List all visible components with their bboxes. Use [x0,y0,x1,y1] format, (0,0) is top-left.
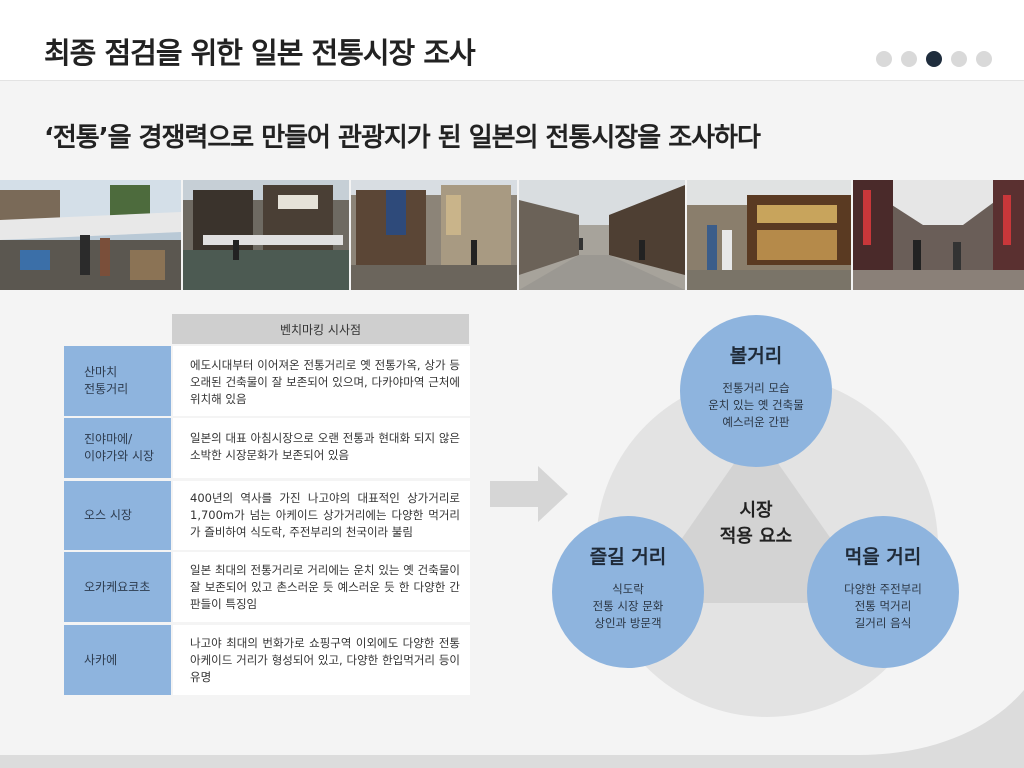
row-desc: 나고야 최대의 번화가로 쇼핑구역 이외에도 다양한 전통 아케이드 거리가 형… [173,625,470,695]
circle-entertainment: 즐길 거리 식도락 전통 시장 문화 상인과 방문객 [552,516,704,668]
page-title: 최종 점검을 위한 일본 전통시장 조사 [44,36,476,70]
circle-title: 먹을 거리 [844,546,922,568]
circle-item: 상인과 방문객 [594,616,662,630]
covered-street-photo [853,180,1024,290]
row-desc: 에도시대부터 이어져온 전통거리로 옛 전통가옥, 상가 등 오래된 건축물이 … [173,346,470,416]
table-row: 오스 시장 400년의 역사를 가진 나고야의 대표적인 상가거리로 1,700… [64,481,470,550]
shop-photo [351,180,517,290]
circle-items: 식도락 전통 시장 문화 상인과 방문객 [552,581,704,632]
table-row: 오카케요코초 일본 최대의 전통거리로 거리에는 운치 있는 옛 건축물이 잘 … [64,552,470,622]
section-subtitle: ‘전통’을 경쟁력으로 만들어 관광지가 된 일본의 전통시장을 조사하다 [44,123,761,153]
page-dot[interactable] [901,51,917,67]
row-name: 오카케요코초 [64,552,171,622]
row-name: 오스 시장 [64,481,171,550]
market-photo [0,180,181,290]
circle-item: 예스러운 간판 [722,415,790,429]
circle-item: 전통거리 모습 [722,381,790,395]
road-photo [519,180,685,290]
circle-items: 전통거리 모습 운치 있는 옛 건축물 예스러운 간판 [680,380,832,431]
row-name: 진야마에/ 이야가와 시장 [64,418,171,478]
row-desc: 일본의 대표 아침시장으로 오랜 전통과 현대화 되지 않은 소박한 시장문화가… [173,418,470,478]
street-photo [183,180,349,290]
circle-item: 운치 있는 옛 건축물 [708,398,804,412]
table-row: 사카에 나고야 최대의 번화가로 쇼핑구역 이외에도 다양한 전통 아케이드 거… [64,625,470,695]
row-desc: 400년의 역사를 가진 나고야의 대표적인 상가거리로 1,700m가 넘는 … [173,481,470,550]
circle-item: 다양한 주전부리 [844,582,922,596]
circle-items: 다양한 주전부리 전통 먹거리 길거리 음식 [807,581,959,632]
row-desc: 일본 최대의 전통거리로 거리에는 운치 있는 옛 건축물이 잘 보존되어 있고… [173,552,470,622]
circle-item: 식도락 [612,582,644,596]
page-dot-active[interactable] [926,51,942,67]
footer-wave [0,690,1024,768]
circle-food: 먹을 거리 다양한 주전부리 전통 먹거리 길거리 음식 [807,516,959,668]
arcade-photo [687,180,851,290]
header-bar: 최종 점검을 위한 일본 전통시장 조사 [0,0,1024,81]
circle-item: 길거리 음식 [854,616,912,630]
circle-sightseeing: 볼거리 전통거리 모습 운치 있는 옛 건축물 예스러운 간판 [680,315,832,467]
row-name: 사카에 [64,625,171,695]
diagram-center-label: 시장 적용 요소 [719,500,793,547]
page-dot[interactable] [951,51,967,67]
circle-item: 전통 시장 문화 [592,599,664,613]
page-dot[interactable] [976,51,992,67]
table-row: 산마치 전통거리 에도시대부터 이어져온 전통거리로 옛 전통가옥, 상가 등 … [64,346,470,416]
circle-title: 볼거리 [729,345,783,367]
circle-item: 전통 먹거리 [854,599,912,613]
right-arrow-icon [490,466,568,522]
page-dot[interactable] [876,51,892,67]
table-row: 진야마에/ 이야가와 시장 일본의 대표 아침시장으로 오랜 전통과 현대화 되… [64,418,470,478]
circle-title: 즐길 거리 [589,546,667,568]
benchmark-header: 벤치마킹 시사점 [172,314,469,344]
photo-strip [0,180,1024,290]
row-name: 산마치 전통거리 [64,346,171,416]
